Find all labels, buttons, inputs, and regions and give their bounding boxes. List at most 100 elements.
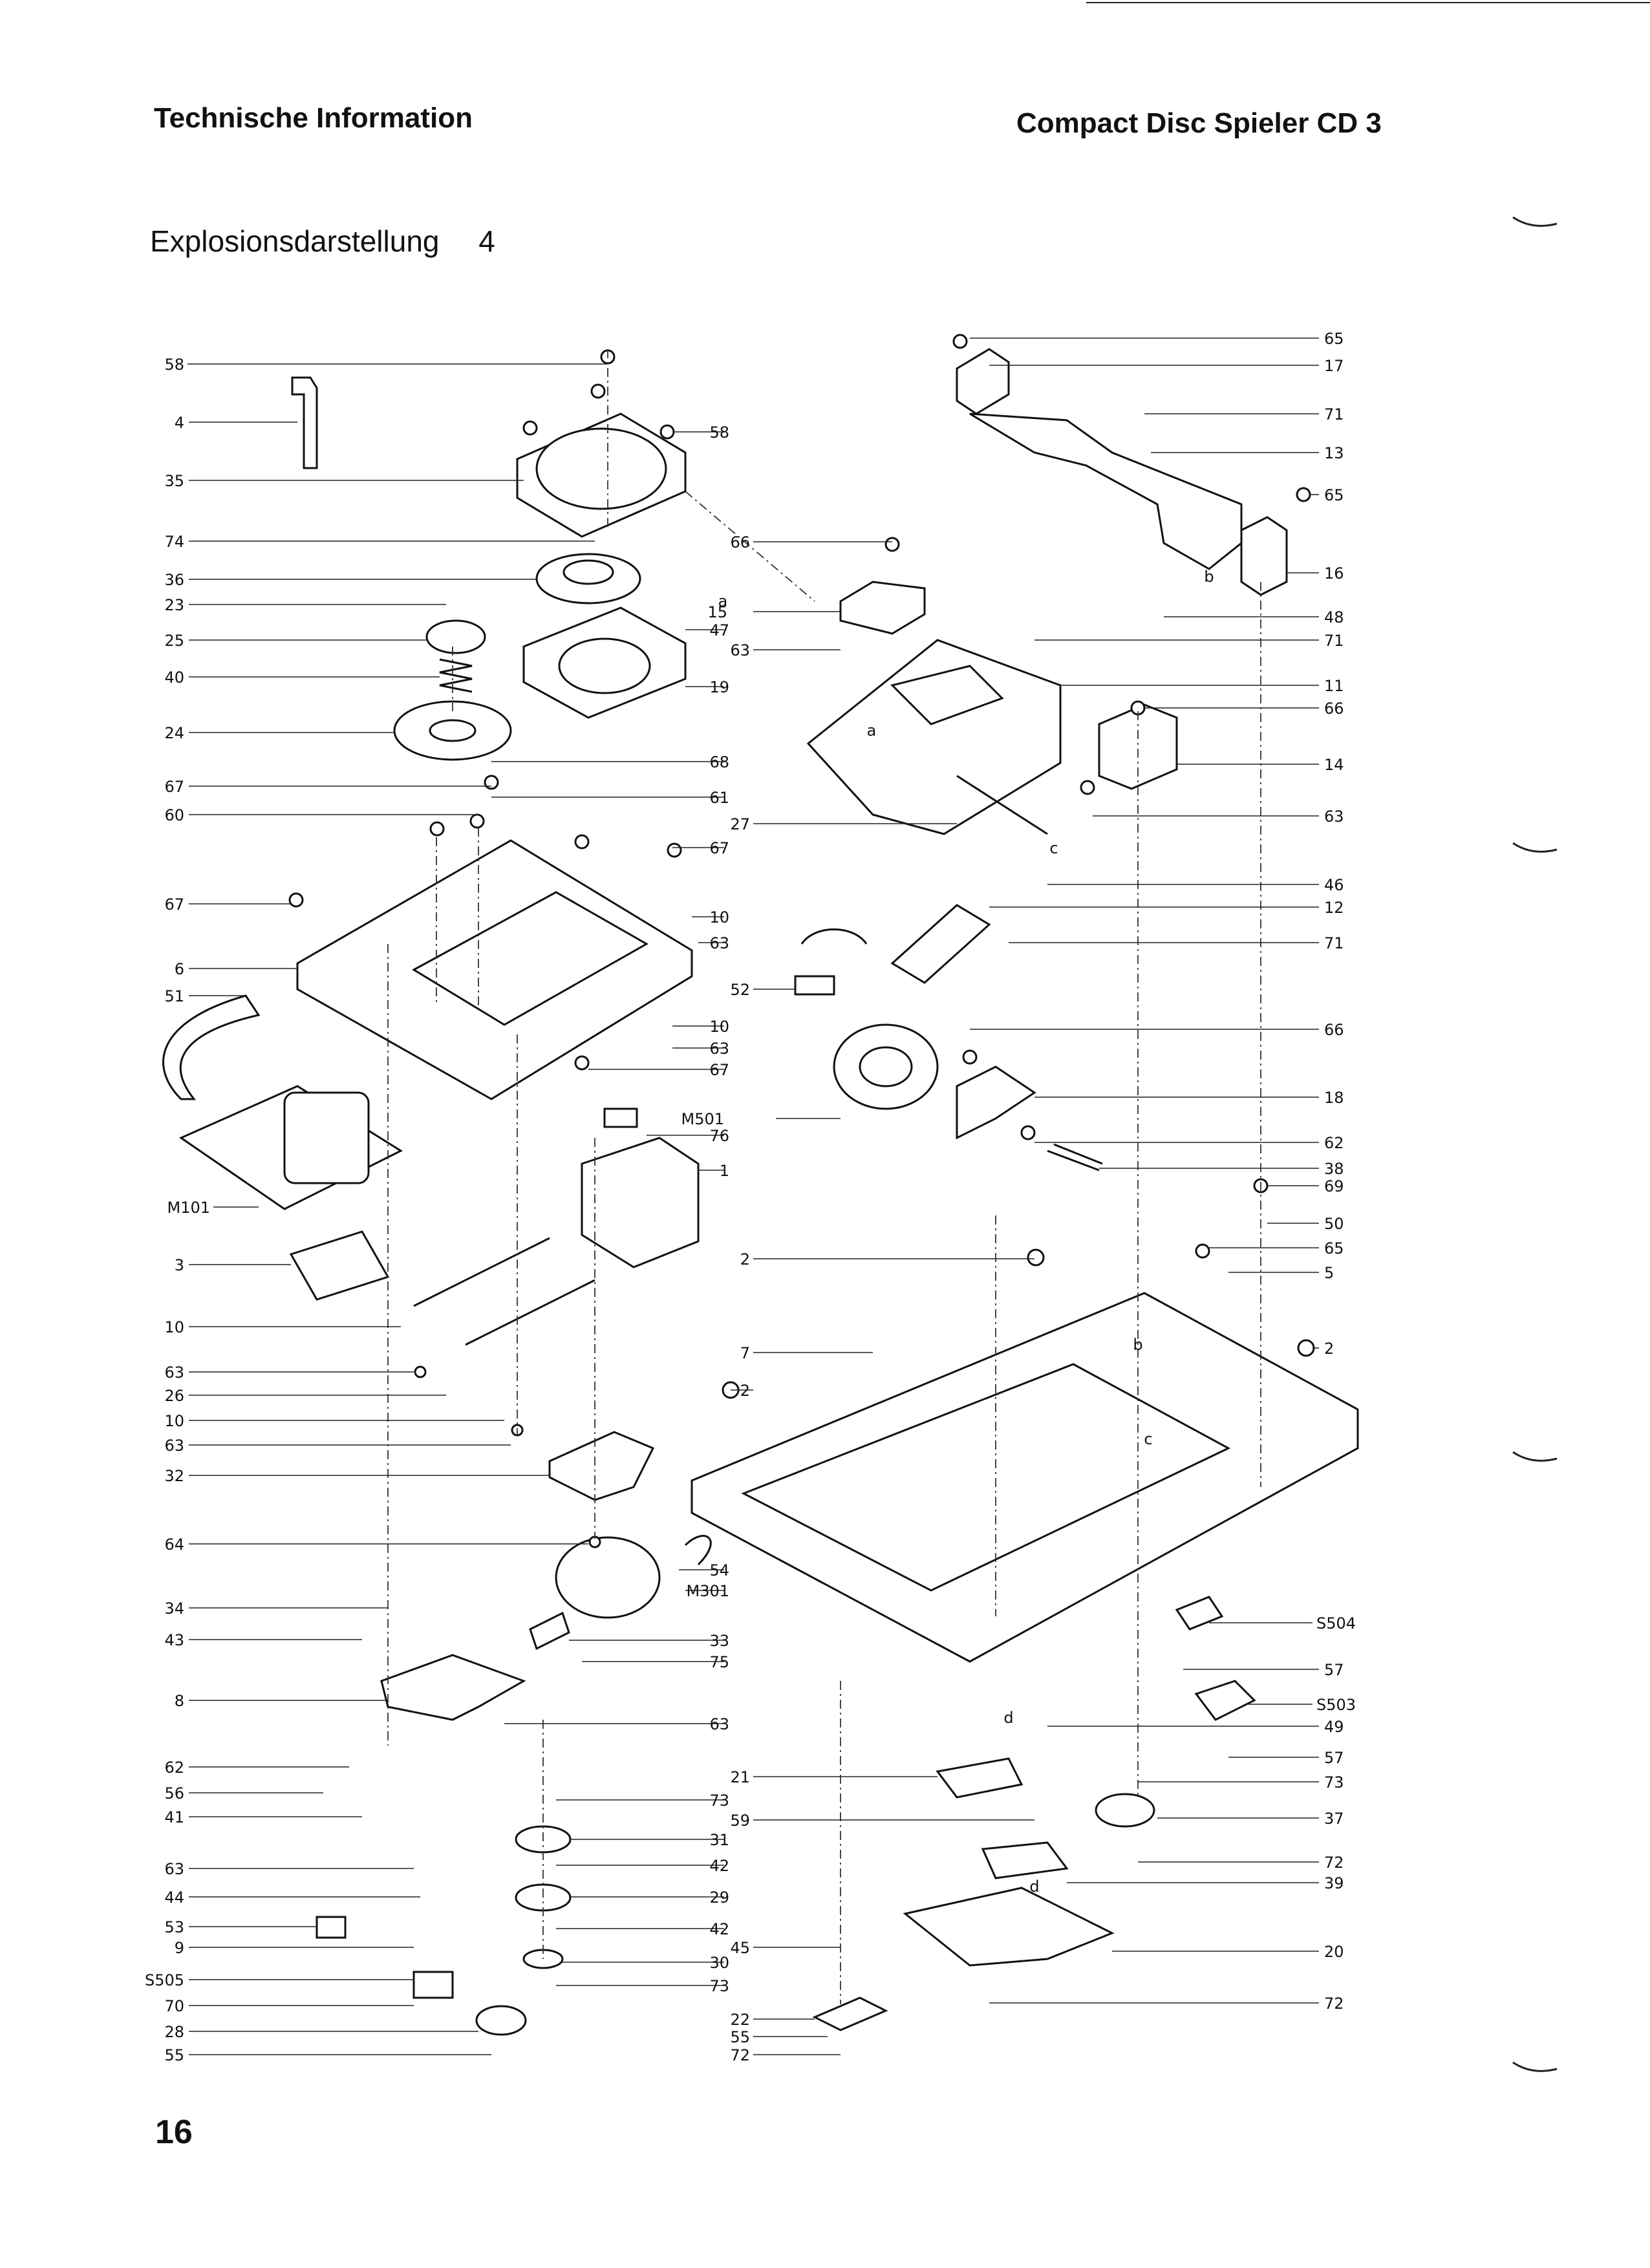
callout-left-3: 35 — [164, 472, 184, 490]
callout-center-18: 76 — [709, 1127, 729, 1145]
callout-center-27: 63 — [709, 1715, 729, 1733]
callout-left-26: 8 — [175, 1692, 184, 1710]
callout-center-15: 63 — [709, 1040, 729, 1058]
callout-center-34: 42 — [709, 1920, 729, 1938]
callout-center-19: 1 — [720, 1162, 729, 1180]
callout-center-40: 72 — [730, 2046, 750, 2064]
callout-right-31: 37 — [1324, 1810, 1344, 1828]
ref-letter-2: a — [867, 722, 877, 740]
callout-right-6: 16 — [1324, 564, 1344, 583]
callout-right-9: 11 — [1324, 677, 1344, 695]
callout-left-17: 10 — [164, 1318, 184, 1336]
callout-right-11: 14 — [1324, 756, 1344, 774]
callout-center-14: 10 — [709, 1018, 729, 1036]
callout-center-23: 54 — [709, 1561, 729, 1579]
callout-center-39: 55 — [730, 2028, 750, 2046]
page-number: 16 — [155, 2113, 193, 2151]
callout-right-22: 65 — [1324, 1239, 1344, 1257]
callout-left-31: 44 — [164, 1888, 184, 1907]
callout-labels-right: 6517711365164871116614634612716618623869… — [1316, 330, 1356, 2013]
callout-center-26: 75 — [709, 1653, 729, 1671]
callout-left-11: 60 — [164, 806, 184, 824]
header-right-title: Compact Disc Spieler CD 3 — [1016, 107, 1382, 139]
callout-right-28: 49 — [1324, 1718, 1344, 1736]
callout-center-4: 47 — [709, 621, 729, 639]
callout-right-20: 69 — [1324, 1177, 1344, 1195]
callout-center-36: 30 — [709, 1954, 729, 1972]
callout-center-3: 15 — [707, 603, 727, 621]
callout-center-29: 73 — [709, 1792, 729, 1810]
callout-left-19: 26 — [164, 1387, 184, 1405]
callout-center-13: 52 — [730, 981, 750, 999]
callout-right-4: 13 — [1324, 444, 1344, 462]
callout-left-1: 58 — [164, 356, 184, 374]
callout-left-8: 40 — [164, 669, 184, 687]
callout-center-1: 58 — [709, 423, 729, 442]
callout-right-7: 48 — [1324, 608, 1344, 626]
callout-left-27: 62 — [164, 1759, 184, 1777]
ref-letter-4: b — [1133, 1336, 1142, 1354]
callout-center-24: M301 — [686, 1582, 729, 1600]
callout-left-13: 6 — [175, 960, 184, 978]
callout-left-4: 74 — [164, 533, 184, 551]
left-assembly — [162, 349, 712, 2036]
callout-center-9: 27 — [730, 815, 750, 833]
ref-letter-1: a — [718, 592, 728, 610]
callout-right-3: 71 — [1324, 405, 1344, 423]
callout-left-29: 41 — [164, 1808, 184, 1826]
callout-center-38: 22 — [730, 2011, 750, 2029]
callout-right-26: 57 — [1324, 1661, 1344, 1679]
callout-right-17: 18 — [1324, 1089, 1344, 1107]
callout-right-10: 66 — [1324, 700, 1344, 718]
callout-left-25: 43 — [164, 1631, 184, 1649]
callout-right-32: 72 — [1324, 1854, 1344, 1872]
section-subtitle: Explosionsdarstellung 4 — [150, 224, 495, 259]
callout-right-13: 46 — [1324, 876, 1344, 894]
callout-center-22: 2 — [740, 1382, 750, 1400]
callout-left-2: 4 — [175, 414, 184, 432]
ref-letter-7: d — [1003, 1709, 1013, 1727]
callout-left-24: 34 — [164, 1599, 184, 1618]
callout-right-12: 63 — [1324, 808, 1344, 826]
header-left-title: Technische Information — [154, 102, 473, 134]
callout-center-32: 42 — [709, 1857, 729, 1875]
callout-right-2: 17 — [1324, 357, 1344, 375]
callout-left-15: M101 — [167, 1199, 210, 1217]
callout-right-1: 65 — [1324, 330, 1344, 348]
callout-right-27: S503 — [1316, 1696, 1356, 1714]
callout-right-34: 20 — [1324, 1943, 1344, 1961]
callout-center-8: 61 — [709, 789, 729, 807]
callout-left-37: 55 — [164, 2046, 184, 2064]
callout-center-12: 63 — [709, 934, 729, 952]
callout-labels-left: 58435743623254024676067651M1013106326106… — [145, 356, 210, 2064]
callout-left-32: 53 — [164, 1918, 184, 1936]
ref-letter-3: b — [1204, 568, 1214, 586]
ref-letter-5: c — [1049, 839, 1058, 857]
callout-right-35: 72 — [1324, 1995, 1344, 2013]
callout-center-16: 67 — [709, 1061, 729, 1079]
alignment-lines — [387, 349, 1261, 2004]
callout-right-14: 12 — [1324, 899, 1344, 917]
callout-right-5: 65 — [1324, 486, 1344, 504]
callout-right-16: 66 — [1324, 1021, 1344, 1039]
margin-marks — [1512, 216, 1558, 2072]
callout-right-29: 57 — [1324, 1749, 1344, 1767]
callout-right-15: 71 — [1324, 934, 1344, 952]
leader-lines-center — [491, 431, 1034, 2055]
callout-right-21: 50 — [1324, 1215, 1344, 1233]
callout-center-25: 33 — [709, 1632, 729, 1650]
callout-left-34: S505 — [145, 1971, 184, 1989]
callout-left-35: 70 — [164, 1997, 184, 2015]
section-subtitle-number: 4 — [478, 224, 495, 258]
callout-left-5: 36 — [164, 571, 184, 589]
callout-left-33: 9 — [175, 1939, 184, 1957]
callout-center-20: 2 — [740, 1250, 750, 1268]
callout-left-28: 56 — [164, 1784, 184, 1803]
callout-right-24: 2 — [1324, 1340, 1334, 1358]
callout-left-10: 67 — [164, 778, 184, 796]
callout-left-14: 51 — [164, 987, 184, 1005]
callout-left-30: 63 — [164, 1860, 184, 1878]
right-assembly — [691, 334, 1359, 2031]
